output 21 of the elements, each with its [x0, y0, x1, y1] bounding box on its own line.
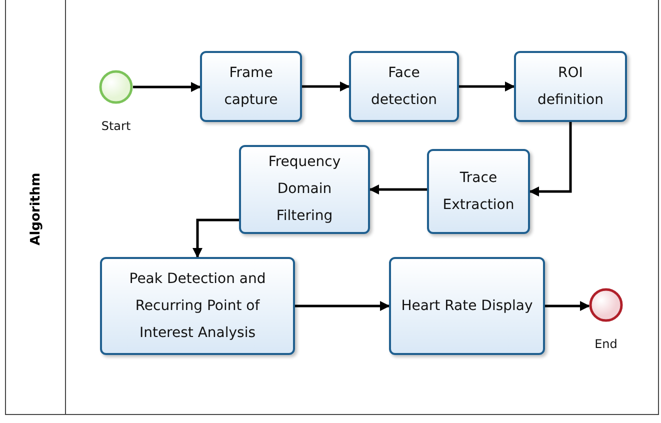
process-box: Frequency Domain Filtering [239, 145, 370, 234]
event-circle [99, 70, 133, 104]
process-box: Face detection [349, 51, 459, 122]
swimlane [5, 0, 659, 415]
arrow [295, 301, 390, 311]
process-box: Peak Detection and Recurring Point of Interest Analysis [100, 257, 295, 355]
process-box: ROI definition [514, 51, 627, 122]
arrow [529, 122, 572, 196]
event-label: Start [101, 119, 131, 133]
lane-title: Algorithm [28, 172, 44, 246]
process-box: Heart Rate Display [389, 257, 545, 355]
arrow [369, 184, 427, 194]
arrow [545, 301, 590, 311]
process-box: Frame capture [200, 51, 302, 122]
event-label: End [594, 337, 618, 351]
event-circle [589, 288, 623, 322]
arrow [192, 218, 239, 258]
process-box: Trace Extraction [427, 149, 530, 234]
arrow [133, 82, 201, 92]
arrow [302, 82, 350, 92]
arrow [459, 82, 515, 92]
